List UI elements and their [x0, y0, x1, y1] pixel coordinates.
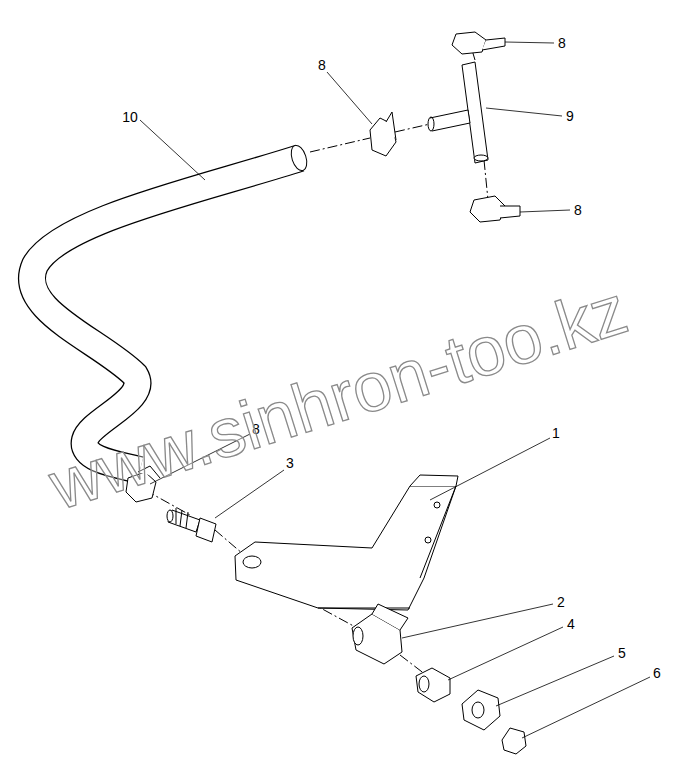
callout-number: 2	[556, 595, 566, 609]
callout-number: 6	[652, 666, 662, 680]
callout-number: 10	[121, 110, 139, 124]
callout-number: 8	[557, 36, 567, 50]
callout-number: 3	[285, 456, 295, 470]
callout-number: 8	[317, 58, 327, 72]
callout-number: 4	[566, 617, 576, 631]
callout-number: 9	[565, 109, 575, 123]
callout-number: 5	[617, 646, 627, 660]
callout-number: 1	[551, 426, 561, 440]
callout-number: 8	[573, 203, 583, 217]
